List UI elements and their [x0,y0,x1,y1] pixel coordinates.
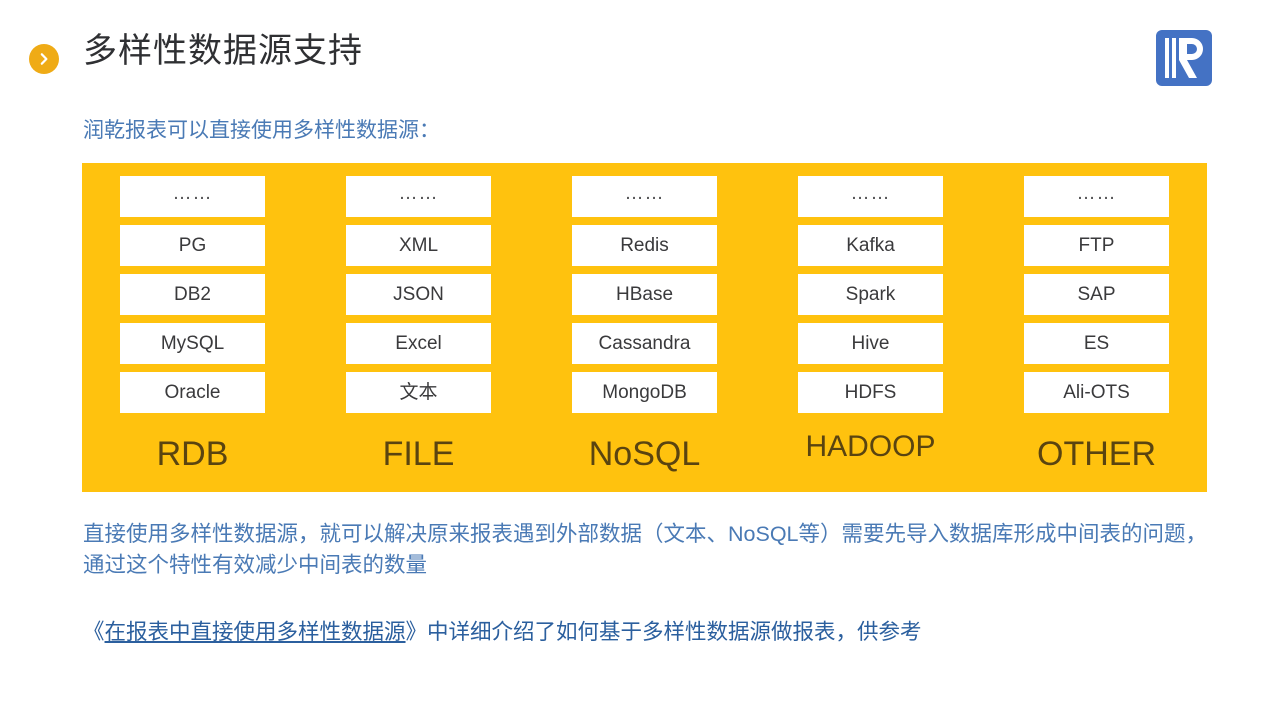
datasource-cell-ellipsis: …… [798,176,943,217]
chevron-right-circle-icon [29,44,59,74]
datasource-column-file: …… XML JSON Excel 文本 [346,176,491,421]
datasource-cell-ellipsis: …… [1024,176,1169,217]
datasource-cell: XML [346,225,491,266]
page-title: 多样性数据源支持 [83,32,363,70]
datasource-cell: Redis [572,225,717,266]
datasource-category-label: NoSQL [588,435,701,473]
datasource-cell: Oracle [120,372,265,413]
body-paragraph: 直接使用多样性数据源，就可以解决原来报表遇到外部数据（文本、NoSQL等）需要先… [83,522,1208,577]
datasource-cell: PG [120,225,265,266]
datasource-cell: MySQL [120,323,265,364]
datasource-cell: DB2 [120,274,265,315]
slide-header: 多样性数据源支持 [0,0,1280,104]
documentation-link[interactable]: 在报表中直接使用多样性数据源 [104,620,406,644]
datasource-cell: FTP [1024,225,1169,266]
datasource-cell: Cassandra [572,323,717,364]
datasource-cell: MongoDB [572,372,717,413]
datasource-cell: HBase [572,274,717,315]
datasource-cell: 文本 [346,372,491,413]
datasource-category-label: OTHER [1037,435,1156,473]
datasource-cell: Hive [798,323,943,364]
datasource-category-label: FILE [382,435,455,473]
datasource-cell: Kafka [798,225,943,266]
datasource-cell: Excel [346,323,491,364]
datasource-cell: SAP [1024,274,1169,315]
datasource-column-other: …… FTP SAP ES Ali-OTS [1024,176,1169,421]
datasource-cell-ellipsis: …… [120,176,265,217]
runqian-r-logo [1156,30,1212,86]
subtitle: 润乾报表可以直接使用多样性数据源： [83,119,440,142]
datasource-cell-ellipsis: …… [572,176,717,217]
datasource-category-label: HADOOP [805,430,936,463]
datasource-cell: ES [1024,323,1169,364]
link-trailing-text: 》中详细介绍了如何基于多样性数据源做报表，供参考 [405,620,922,644]
datasource-category-label: RDB [156,435,229,473]
link-open-bracket: 《 [83,620,105,644]
datasource-cell: JSON [346,274,491,315]
datasource-cell: HDFS [798,372,943,413]
datasource-cell-ellipsis: …… [346,176,491,217]
datasource-cell: Spark [798,274,943,315]
datasource-cell: Ali-OTS [1024,372,1169,413]
link-paragraph: 《在报表中直接使用多样性数据源》中详细介绍了如何基于多样性数据源做报表，供参考 [83,617,1208,648]
